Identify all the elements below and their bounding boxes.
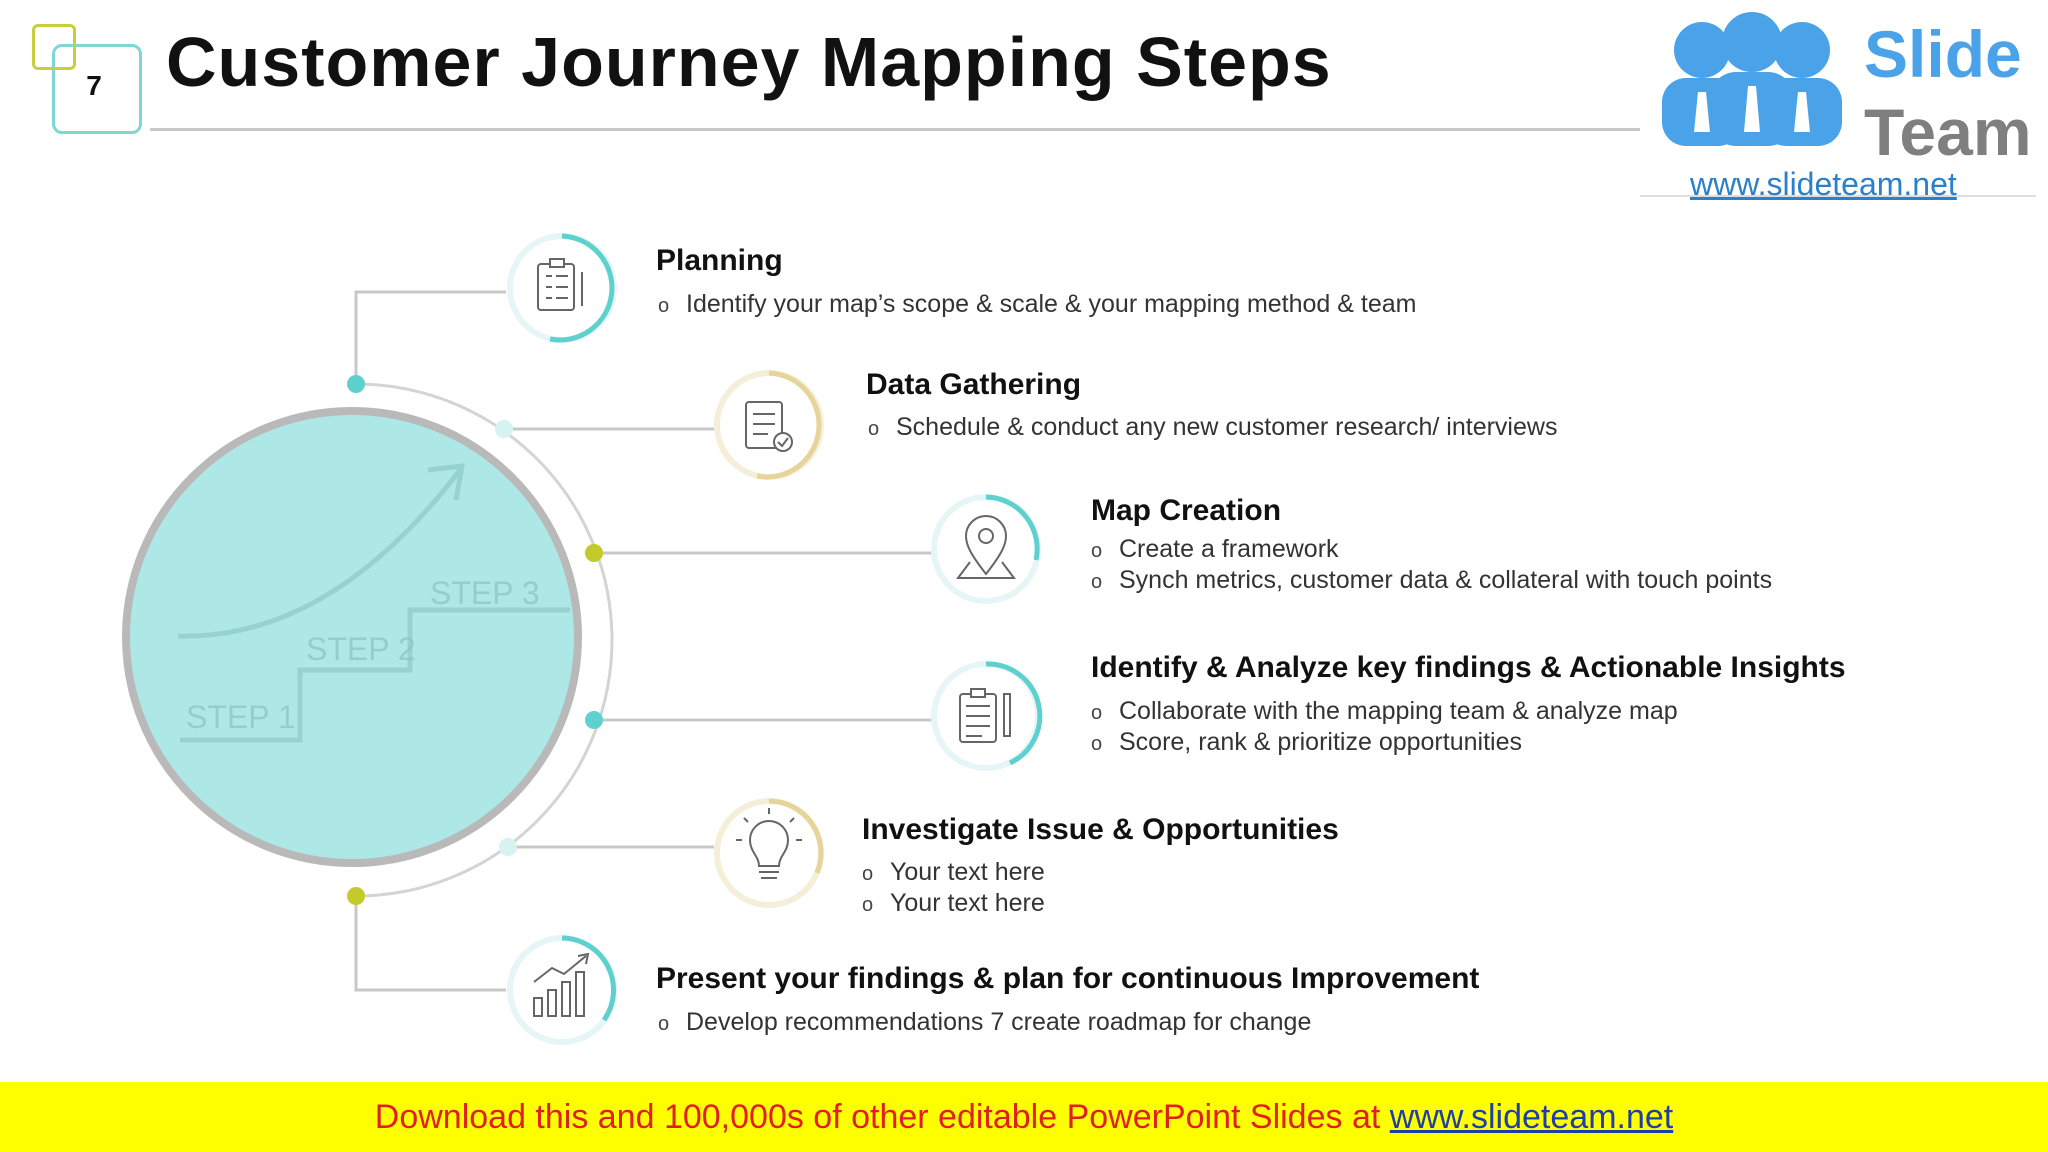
connector-arc [355,382,614,898]
stairs-graphic [177,463,570,743]
step-title-present-findings: Present your findings & plan for continu… [656,962,1480,995]
stairs-labels: STEP 1 STEP 2 STEP 3 [186,575,540,735]
step-bullet: Develop recommendations 7 create roadmap… [658,1008,1311,1037]
logo-text-slide: Slide [1864,17,2022,91]
logo-url-link[interactable]: www.slideteam.net [1690,166,1957,202]
step-bullet: Your text here [862,889,1045,918]
people-logo-icon [1640,12,2036,197]
step-title-data-gathering: Data Gathering [866,368,1082,401]
step-title-planning: Planning [656,244,783,277]
footer-message: Download this and 100,000s of other edit… [374,1098,1390,1136]
slideteam-logo [1640,0,2036,198]
slide-number-box [52,44,142,134]
stair-label-1: STEP 1 [186,699,296,735]
connector-dot [347,887,365,905]
title-divider [150,128,1640,131]
step-bullet: Identify your map’s scope & scale & your… [658,290,1416,319]
journey-diagram: STEP 1 STEP 2 STEP 3 [122,233,1043,1045]
journey-image-circle [122,407,582,867]
step-bullet: Create a framework [1091,535,1339,564]
connector-dot [585,544,603,562]
footer-banner [0,1082,2048,1152]
stair-label-3: STEP 3 [430,575,540,611]
step-bullet: Score, rank & prioritize opportunities [1091,728,1522,757]
slide-number: 7 [86,70,102,101]
step-bullet: Your text here [862,858,1045,887]
clipboard-pen-icon [931,661,1043,771]
footer-text: Download this and 100,000s of other edit… [0,1082,2048,1152]
step-bullet: Schedule & conduct any new customer rese… [868,413,1557,442]
map-pin-icon [931,494,1041,604]
slide-number-accent [32,24,76,70]
growth-chart-icon [507,935,617,1045]
step-title-investigate: Investigate Issue & Opportunities [862,813,1339,846]
step-bullet: Collaborate with the mapping team & anal… [1091,697,1678,726]
connector-lines [354,290,932,992]
lightbulb-icon [714,798,824,908]
page-title: Customer Journey Mapping Steps [166,23,1332,101]
footer-link[interactable]: www.slideteam.net [1389,1098,1674,1136]
connector-dot [495,420,513,438]
connector-dot [499,838,517,856]
document-check-icon [714,370,824,480]
step-bullet: Synch metrics, customer data & collatera… [1091,566,1772,595]
connector-dot [347,375,365,393]
step-title-identify-analyze: Identify & Analyze key findings & Action… [1091,651,1846,684]
stair-label-2: STEP 2 [306,631,416,667]
connector-dot [585,711,603,729]
clipboard-checklist-icon [507,233,617,343]
step-title-map-creation: Map Creation [1091,494,1282,527]
logo-text-team: Team [1864,95,2032,169]
